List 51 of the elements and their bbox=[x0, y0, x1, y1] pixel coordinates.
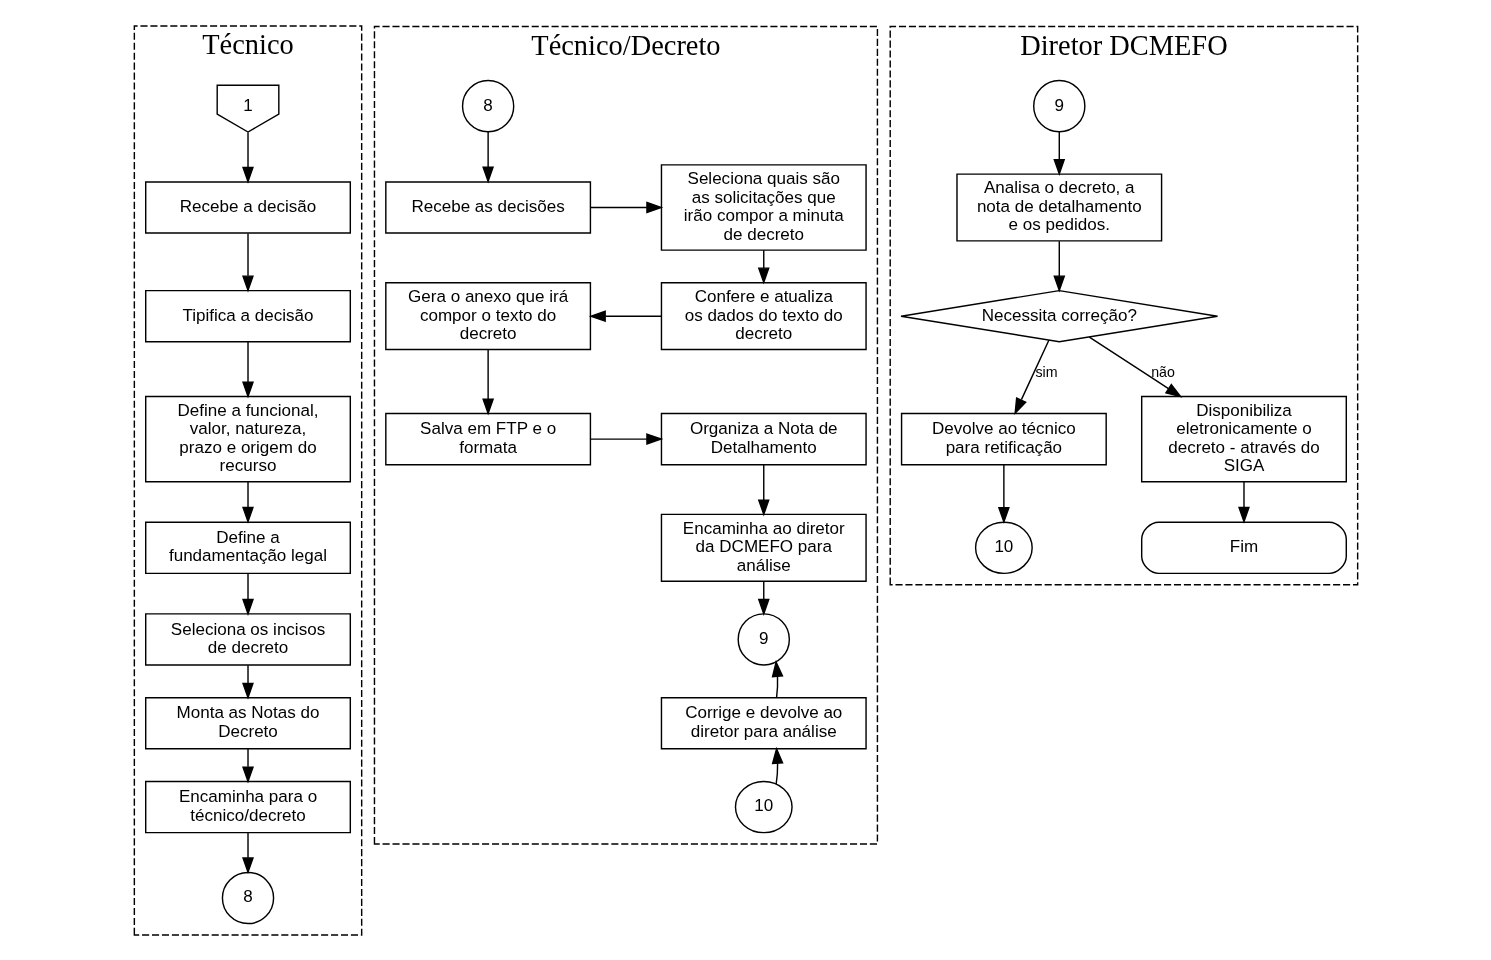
node-box: Encaminha ao diretor da DCMEFO para análise bbox=[660, 513, 867, 582]
arrow bbox=[241, 480, 254, 524]
arrow bbox=[241, 572, 254, 616]
node-box: Monta as Notas do Decreto bbox=[144, 696, 351, 750]
node-box: Confere e atualiza os dados do texto do decreto bbox=[660, 281, 867, 350]
node-circle: 8 bbox=[461, 79, 514, 132]
node-box: Salva em FTP e o formata bbox=[384, 412, 591, 465]
arrow bbox=[757, 463, 770, 516]
node-box: Recebe as decisões bbox=[384, 180, 591, 234]
node-box: Corrige e devolve ao diretor para análise bbox=[660, 696, 867, 750]
node-box: Recebe a decisão bbox=[144, 180, 351, 234]
node-circle: 8 bbox=[221, 871, 274, 924]
arrow bbox=[481, 348, 494, 416]
node-box: Fim bbox=[1140, 521, 1347, 574]
arrow bbox=[241, 831, 254, 874]
edge-label: sim bbox=[1034, 363, 1058, 380]
arrow bbox=[589, 201, 663, 213]
node-box: Organiza a Nota de Detalhamento bbox=[660, 412, 867, 465]
arrow bbox=[1088, 335, 1182, 398]
node-circle: 10 bbox=[974, 521, 1033, 574]
node-box: Seleciona os incisos de decreto bbox=[144, 612, 351, 666]
node-box: Devolve ao técnico para retificação bbox=[900, 412, 1107, 465]
arrow bbox=[1052, 240, 1065, 292]
arrow bbox=[1052, 130, 1065, 176]
arrow bbox=[241, 232, 254, 292]
arrow bbox=[997, 463, 1010, 524]
node-box: Disponibiliza eletronicamente o decreto - através do SIGA bbox=[1140, 395, 1347, 482]
node-circle: 10 bbox=[734, 780, 793, 833]
node-circle: 9 bbox=[737, 612, 790, 666]
arrow bbox=[1237, 480, 1250, 524]
node-box: Encaminha para o técnico/decreto bbox=[144, 780, 351, 833]
arrow bbox=[481, 130, 494, 183]
arrow bbox=[589, 432, 663, 445]
arrow bbox=[757, 580, 770, 616]
arrow bbox=[1013, 339, 1050, 415]
node-box: Tipifica a decisão bbox=[144, 289, 351, 342]
node-box: Seleciona quais são as solicitações que irão compor a minuta de decreto bbox=[660, 163, 867, 251]
edge-label: não bbox=[1150, 363, 1175, 380]
node-diamond: Necessita correção? bbox=[899, 289, 1218, 342]
arrow bbox=[588, 309, 662, 322]
arrow bbox=[241, 131, 254, 184]
node-box: Gera o anexo que irá compor o texto do decreto bbox=[384, 281, 591, 350]
arrow bbox=[771, 746, 784, 785]
arrow bbox=[241, 340, 254, 399]
node-box: Analisa o decreto, a nota de detalhamento e os pedidos. bbox=[955, 172, 1162, 242]
node-circle: 9 bbox=[1032, 79, 1086, 132]
node-box: Define a fundamentação legal bbox=[144, 521, 351, 574]
arrow bbox=[771, 659, 784, 698]
arrow bbox=[241, 663, 254, 700]
arrow bbox=[241, 747, 254, 784]
node-box: Define a funcional, valor, natureza, prazo e origem do recurso bbox=[144, 395, 351, 482]
